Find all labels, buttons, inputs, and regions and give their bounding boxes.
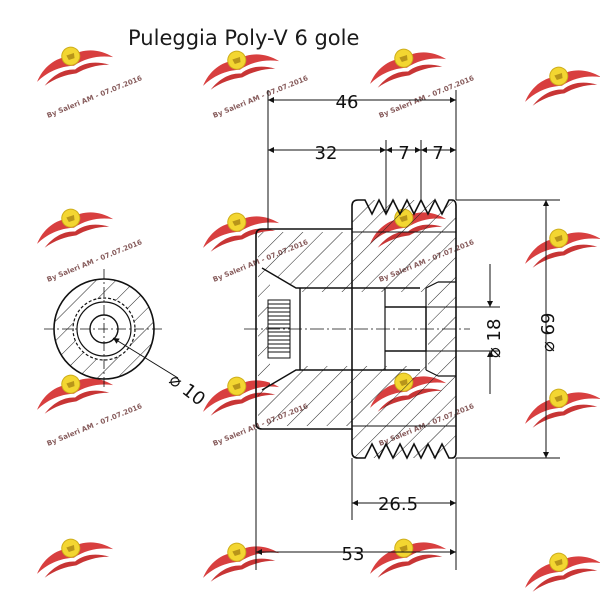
belt-width-label: 26.5 bbox=[378, 494, 418, 515]
watermark-logo-icon bbox=[362, 36, 449, 91]
groove-pitch-b-label: 7 bbox=[432, 143, 443, 164]
watermark-logo-icon bbox=[29, 196, 116, 251]
watermark-logo-icon bbox=[517, 376, 600, 431]
spline-end-view: ⌀ 10 bbox=[44, 269, 209, 410]
watermark-logo-icon bbox=[517, 540, 600, 595]
watermark-text: By Saleri AM - 07.07.2016 bbox=[46, 74, 144, 120]
hub-length-label: 32 bbox=[315, 143, 338, 164]
groove-pitch-a-label: 7 bbox=[398, 143, 409, 164]
watermark-logo-icon bbox=[517, 216, 600, 271]
pulley-section-view bbox=[244, 198, 470, 460]
drawing-title: Puleggia Poly-V 6 gole bbox=[128, 26, 360, 50]
watermark-logo-icon bbox=[195, 530, 282, 585]
watermark-text: By Saleri AM - 07.07.2016 bbox=[46, 402, 144, 448]
bore-diameter-label: ⌀ 18 bbox=[484, 319, 505, 358]
watermark-logo-icon bbox=[29, 34, 116, 89]
dimension-lines bbox=[255, 90, 560, 570]
watermark-logo-icon bbox=[517, 54, 600, 109]
overall-width-label: 46 bbox=[336, 92, 359, 113]
total-length-label: 53 bbox=[342, 544, 365, 565]
watermark-logo-icon bbox=[29, 526, 116, 581]
outer-diameter-label: ⌀ 69 bbox=[538, 313, 559, 352]
dimension-labels: 46 32 7 7 26.5 53 ⌀ 18 ⌀ 69 bbox=[315, 92, 559, 565]
watermark-text: By Saleri AM - 07.07.2016 bbox=[46, 238, 144, 284]
watermark-text: By Saleri AM - 07.07.2016 bbox=[378, 74, 476, 120]
watermark-logo-icon bbox=[362, 526, 449, 581]
spline-diameter-label: ⌀ 10 bbox=[165, 369, 209, 410]
